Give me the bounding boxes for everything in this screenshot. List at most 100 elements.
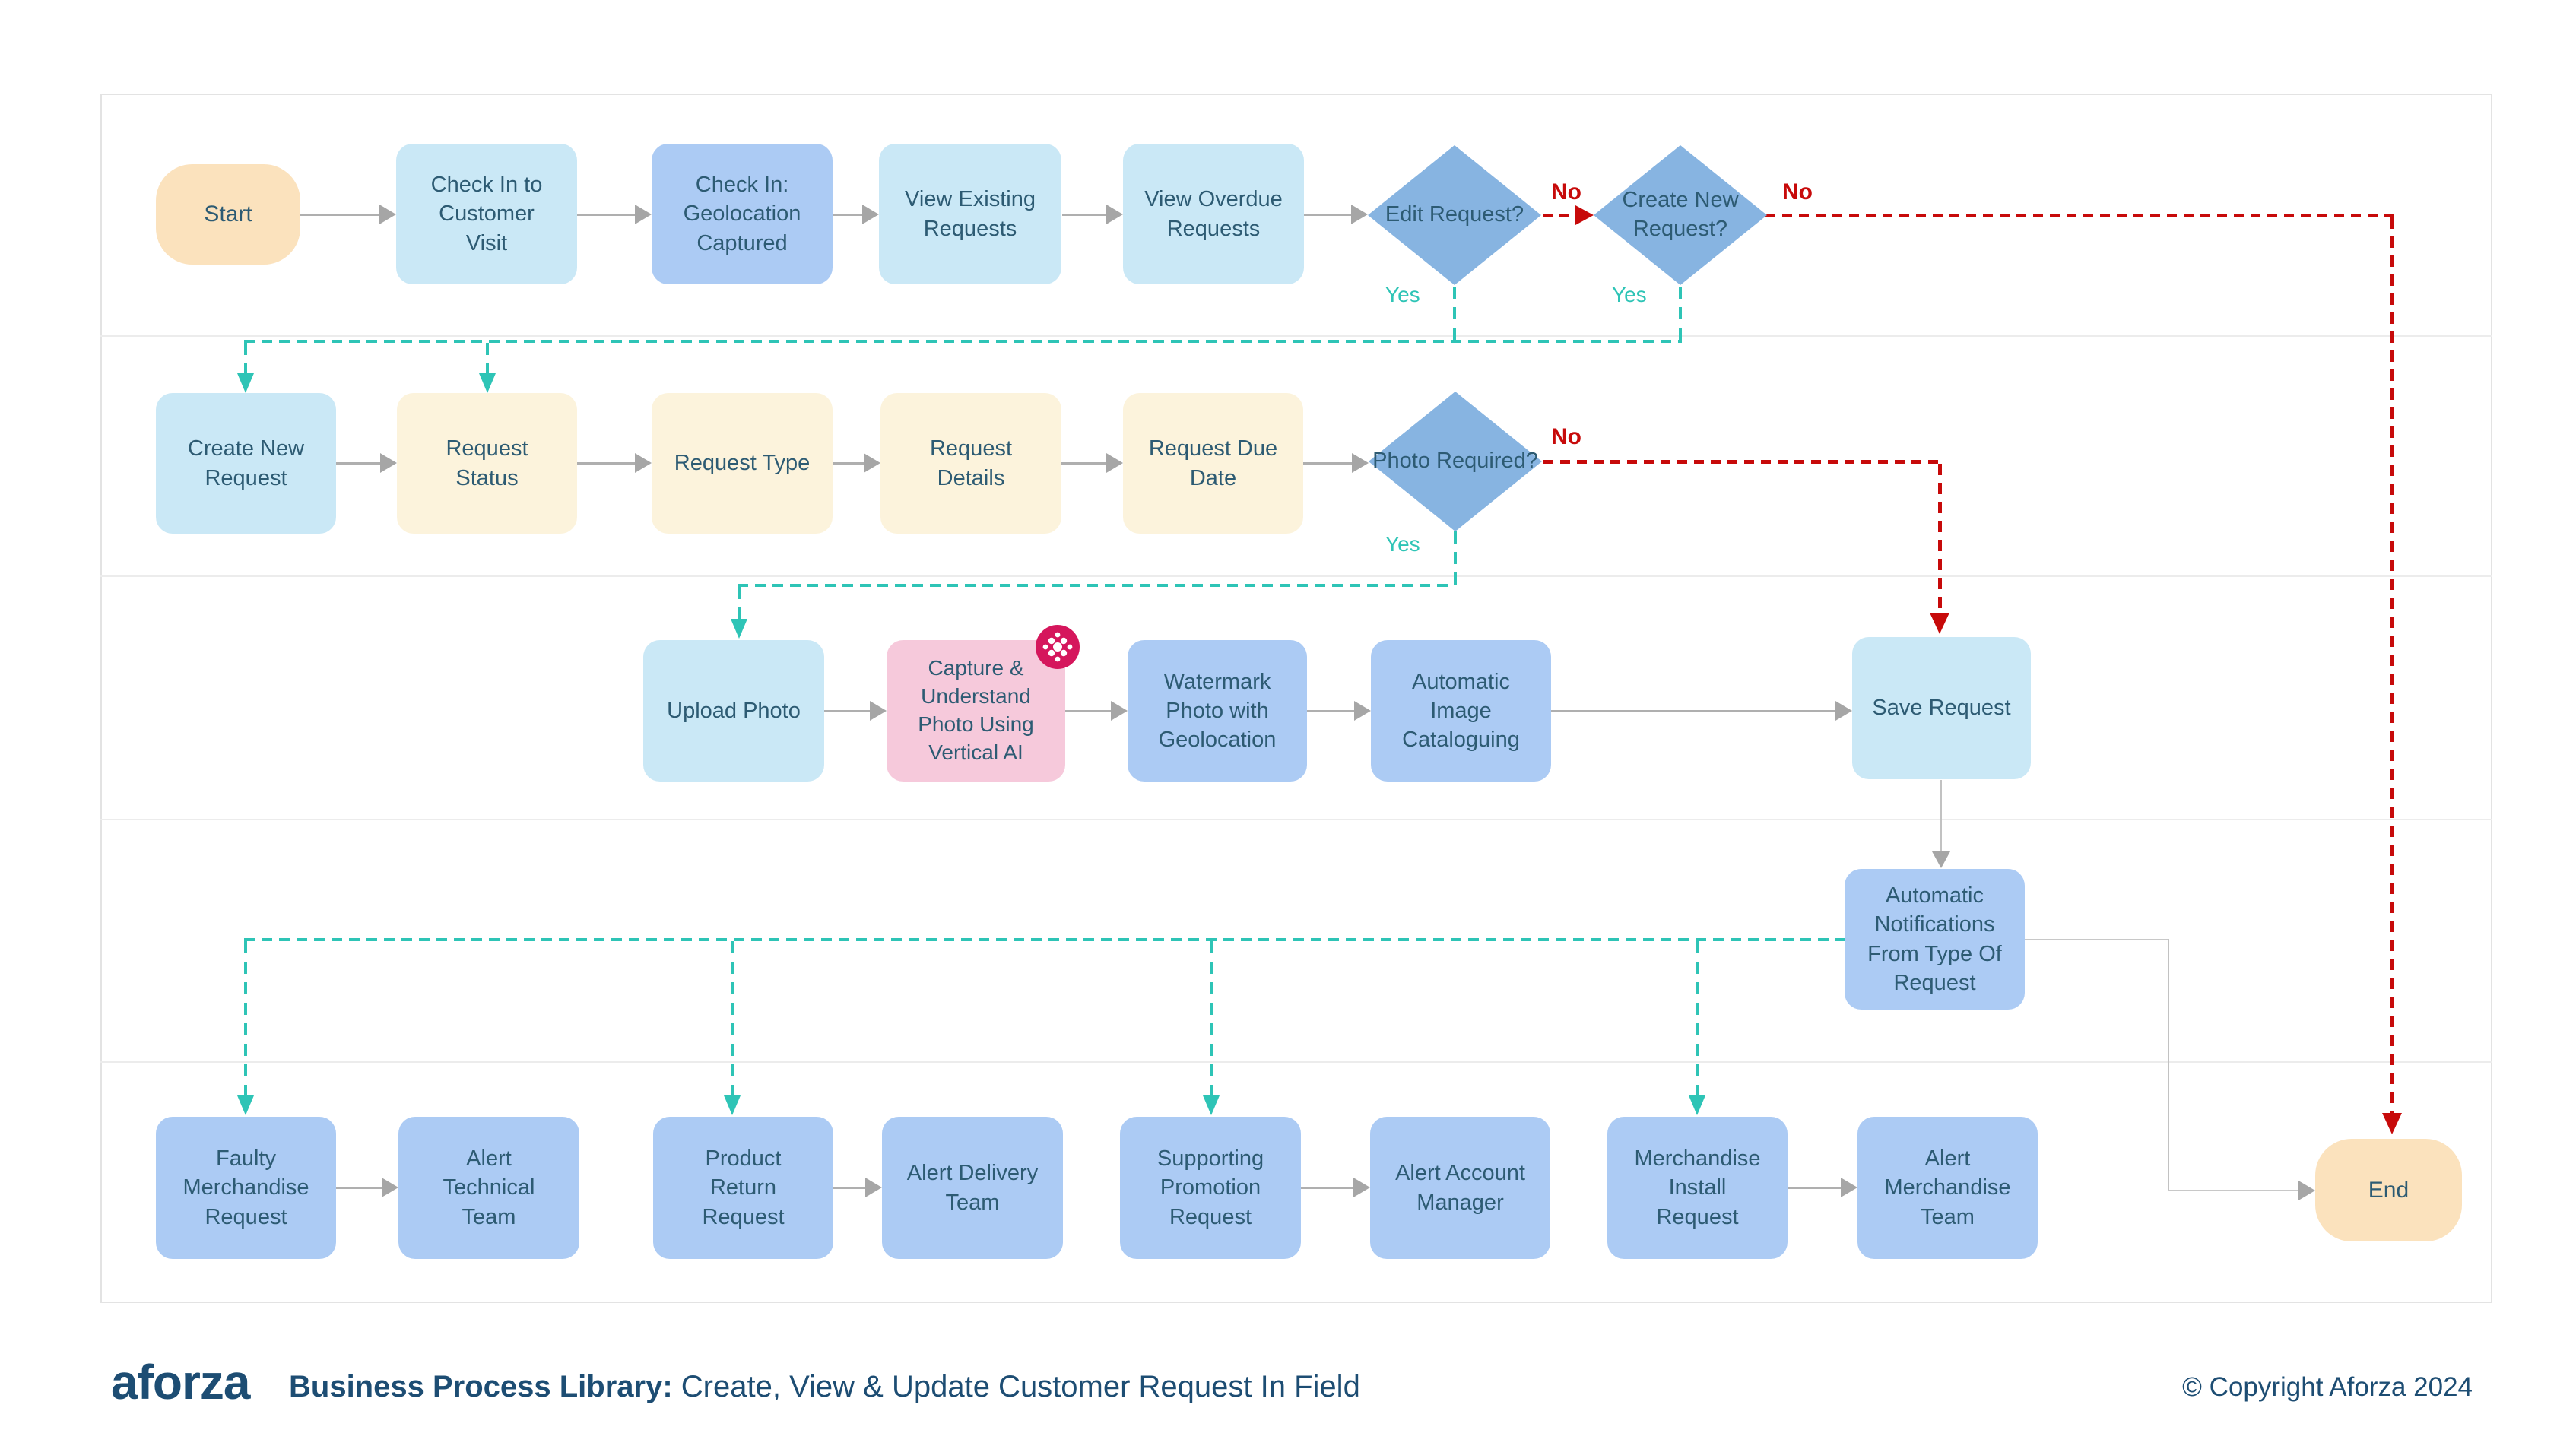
connector-capture-watermark — [1065, 710, 1112, 712]
node-alert-account-manager: Alert Account Manager — [1370, 1117, 1550, 1259]
connector-supporting-alertaccount — [1301, 1187, 1355, 1189]
connector-photorequired-no-h — [1543, 460, 1940, 464]
edge-label-yes: Yes — [1612, 283, 1647, 306]
node-automatic-notifications: Automatic Notifications From Type Of Req… — [1845, 869, 2025, 1010]
node-request-details: Request Details — [880, 393, 1061, 534]
node-view-overdue-requests: View Overdue Requests — [1123, 144, 1304, 284]
connector-createnewq-no-v — [2390, 217, 2394, 1114]
arrowhead — [870, 701, 887, 721]
arrowhead — [1351, 205, 1368, 224]
connector-checkin-geolocation — [576, 214, 636, 216]
connector-createnewq-yes-drop — [1679, 287, 1682, 341]
arrowhead — [1354, 701, 1371, 721]
connector-autonotifications-end-h1 — [2025, 939, 2169, 940]
arrowhead — [237, 1095, 254, 1115]
lane-divider-3 — [100, 819, 2492, 820]
node-check-in-geolocation: Check In: Geolocation Captured — [652, 144, 833, 284]
arrowhead — [1932, 851, 1950, 868]
node-capture-understand-photo: Capture & Understand Photo Using Vertica… — [887, 640, 1065, 782]
node-request-type: Request Type — [652, 393, 833, 534]
node-product-return-request: Product Return Request — [653, 1117, 833, 1259]
connector-requestduedate-photorequired — [1303, 462, 1353, 465]
connector-watermark-autoimage — [1307, 710, 1356, 712]
node-faulty-merchandise-request: Faulty Merchandise Request — [156, 1117, 336, 1259]
node-save-request: Save Request — [1852, 637, 2031, 779]
arrowhead — [1841, 1178, 1857, 1197]
edge-label-yes: Yes — [1385, 283, 1420, 306]
edge-label-no: No — [1782, 179, 1813, 205]
arrowhead — [479, 373, 496, 393]
connector-into-createnewrequest — [244, 343, 247, 375]
decision-edit-request-label: Edit Request? — [1385, 202, 1524, 227]
connector-notifications-horizontal — [244, 938, 1845, 941]
node-view-existing-requests: View Existing Requests — [879, 144, 1061, 284]
connector-faulty-alerttechnical — [336, 1187, 383, 1189]
node-create-new-request: Create New Request — [156, 393, 336, 534]
node-watermark-photo: Watermark Photo with Geolocation — [1128, 640, 1307, 782]
node-supporting-promotion-request: Supporting Promotion Request — [1120, 1117, 1301, 1259]
connector-into-uploadphoto — [738, 587, 741, 620]
node-request-status: Request Status — [397, 393, 577, 534]
connector-yes-horizontal — [244, 340, 1682, 343]
connector-merchinstall-alertmerch — [1788, 1187, 1842, 1189]
arrowhead — [1352, 453, 1369, 473]
node-alert-delivery-team: Alert Delivery Team — [882, 1117, 1063, 1259]
connector-requeststatus-requesttype — [577, 462, 636, 465]
connector-editrequest-no — [1543, 214, 1575, 217]
decision-create-new-request-label: Create New Request? — [1622, 188, 1739, 241]
arrowhead — [382, 1178, 398, 1197]
arrowhead — [635, 205, 652, 224]
aforza-logo: aforza — [111, 1355, 250, 1409]
connector-createnew-requeststatus — [336, 462, 382, 465]
aforza-ai-badge-icon — [1036, 625, 1080, 669]
lane-divider-2 — [100, 575, 2492, 577]
node-check-in-customer-visit: Check In to Customer Visit — [396, 144, 577, 284]
arrowhead — [379, 205, 396, 224]
connector-editrequest-yes-drop — [1453, 287, 1456, 341]
node-end: End — [2315, 1139, 2462, 1241]
connector-requesttype-requestdetails — [833, 462, 865, 465]
footer-title-regular: Create, View & Update Customer Request I… — [672, 1370, 1360, 1403]
arrowhead — [635, 453, 652, 473]
connector-saverequest-autonotifications — [1940, 780, 1942, 851]
connector-createnewq-no-h — [1765, 214, 2394, 217]
arrowhead — [1106, 205, 1123, 224]
node-start: Start — [156, 164, 300, 265]
arrowhead — [862, 205, 879, 224]
connector-productreturn-alertdelivery — [833, 1187, 867, 1189]
arrowhead — [724, 1095, 741, 1115]
arrowhead — [1106, 453, 1123, 473]
connector-photorequired-yes-drop — [1454, 531, 1457, 585]
arrowhead — [380, 453, 397, 473]
arrowhead — [1111, 701, 1128, 721]
node-automatic-image-cataloguing: Automatic Image Cataloguing — [1371, 640, 1551, 782]
connector-into-merchinstall — [1696, 941, 1699, 1095]
node-request-due-date: Request Due Date — [1123, 393, 1303, 534]
lane-divider-1 — [100, 335, 2492, 337]
connector-autonotifications-end-h2 — [2168, 1190, 2300, 1191]
footer-title-bold: Business Process Library: — [289, 1370, 673, 1403]
arrowhead — [1835, 701, 1852, 721]
arrowhead — [2298, 1181, 2315, 1200]
connector-viewexisting-viewoverdue — [1062, 214, 1108, 216]
connector-start-checkin — [300, 214, 381, 216]
node-alert-technical-team: Alert Technical Team — [398, 1117, 579, 1259]
connector-into-productreturn — [731, 941, 734, 1095]
connector-requestdetails-requestduedate — [1061, 462, 1108, 465]
arrowhead — [1353, 1178, 1370, 1197]
connector-into-requeststatus — [486, 343, 489, 375]
arrowhead — [865, 1178, 882, 1197]
connector-into-faulty — [244, 941, 247, 1095]
connector-photo-yes-horizontal — [738, 584, 1455, 587]
arrowhead — [864, 453, 880, 473]
diagram-border — [100, 94, 2492, 1303]
node-upload-photo: Upload Photo — [643, 640, 824, 782]
connector-autoimage-saverequest — [1551, 710, 1837, 712]
arrowhead — [2382, 1113, 2402, 1134]
copyright-text: © Copyright Aforza 2024 — [2182, 1372, 2473, 1402]
lane-divider-4 — [100, 1061, 2492, 1063]
node-alert-merchandise-team: Alert Merchandise Team — [1857, 1117, 2038, 1259]
connector-upload-capture — [824, 710, 871, 712]
connector-into-supporting — [1210, 941, 1213, 1095]
